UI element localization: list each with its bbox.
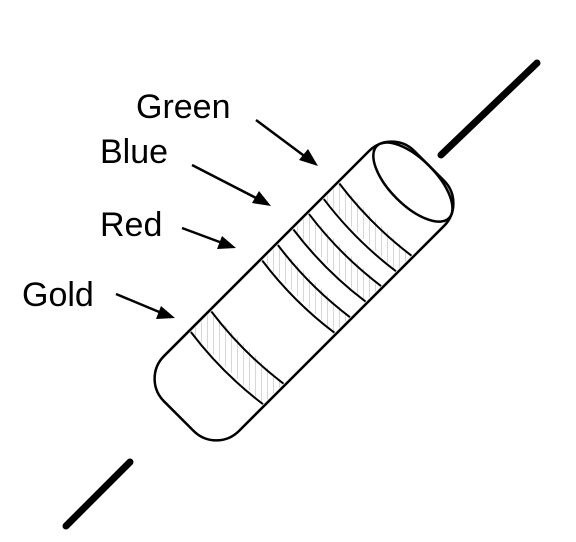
arrow-red <box>181 226 236 249</box>
resistor-body <box>153 140 455 442</box>
arrow-green <box>255 118 318 166</box>
arrow-blue <box>191 163 271 206</box>
arrow-gold <box>115 292 175 319</box>
label-green: Green <box>136 88 231 126</box>
bottom-lead-wire <box>62 458 134 530</box>
gold-band <box>190 310 285 405</box>
label-gold: Gold <box>22 276 94 314</box>
blue-band <box>292 213 382 303</box>
label-blue: Blue <box>100 133 168 171</box>
top-lead-wire <box>437 59 541 159</box>
red-band <box>261 244 351 334</box>
resistor-end-face <box>372 141 454 223</box>
green-band <box>323 182 413 272</box>
label-red: Red <box>100 206 162 244</box>
